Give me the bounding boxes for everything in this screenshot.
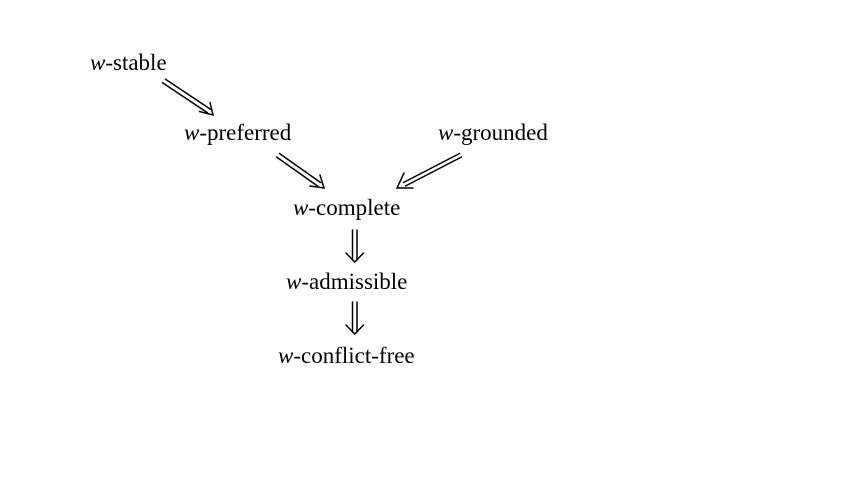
- implication-arrow-grounded-complete: [395, 152, 463, 189]
- node-label: -grounded: [453, 120, 548, 145]
- node-prefix: w: [90, 50, 106, 75]
- node-label: -conflict-free: [293, 343, 415, 368]
- node-w-grounded: w-grounded: [438, 119, 548, 147]
- implication-arrow-complete-admissible: [345, 229, 365, 264]
- implication-arrow-stable-preferred: [161, 78, 215, 117]
- node-label: -preferred: [199, 120, 292, 145]
- node-prefix: w: [293, 195, 309, 220]
- node-prefix: w: [184, 120, 200, 145]
- implication-arrow-preferred-complete: [275, 152, 326, 189]
- node-prefix: w: [278, 343, 294, 368]
- node-prefix: w: [286, 269, 302, 294]
- node-w-conflict-free: w-conflict-free: [278, 342, 415, 370]
- node-label: -complete: [308, 195, 401, 220]
- node-w-admissible: w-admissible: [286, 268, 407, 296]
- node-w-preferred: w-preferred: [184, 119, 291, 147]
- node-prefix: w: [438, 120, 454, 145]
- node-label: -stable: [105, 50, 167, 75]
- node-w-stable: w-stable: [90, 49, 167, 77]
- node-label: -admissible: [301, 269, 408, 294]
- node-w-complete: w-complete: [293, 194, 400, 222]
- implication-arrow-admissible-conflict-free: [345, 301, 365, 336]
